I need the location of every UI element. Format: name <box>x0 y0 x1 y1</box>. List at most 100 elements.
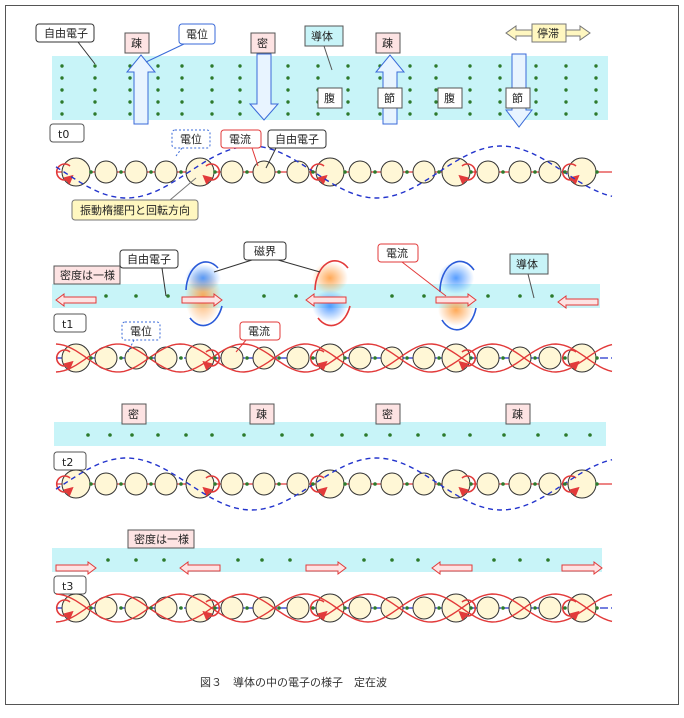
electron-dot <box>588 433 592 437</box>
sparse-label-t2-1: 疎 <box>249 403 275 425</box>
oscillation-circle <box>315 157 345 187</box>
electron-dot <box>533 170 537 174</box>
electron-dot <box>156 64 160 68</box>
belly-label-1: 腹 <box>317 87 343 109</box>
electron-dot <box>346 64 350 68</box>
electron-dots-top <box>60 64 598 116</box>
electron-dot <box>534 88 538 92</box>
electron-dot <box>563 170 567 174</box>
electron-dot <box>563 356 567 360</box>
oscillation-circle <box>348 160 372 184</box>
magnetic-field-label: 磁界 <box>213 241 321 273</box>
electron-dot <box>184 433 188 437</box>
electron-dot <box>128 100 132 104</box>
electron-dot <box>533 482 537 486</box>
svg-text:磁界: 磁界 <box>254 245 276 258</box>
electron-dot <box>498 64 502 68</box>
electron-dot <box>408 112 412 116</box>
electron-dot <box>501 356 505 360</box>
electron-dot <box>277 482 281 486</box>
electron-dot <box>434 88 438 92</box>
conductor-band-t2 <box>54 422 606 446</box>
oscillation-circle <box>476 472 500 496</box>
rotation-arc <box>309 599 328 621</box>
free-electron-label-top: 自由電子 <box>35 23 96 65</box>
svg-text:密度は一様: 密度は一様 <box>60 268 115 282</box>
time-label-t2: t2 <box>53 451 87 471</box>
electron-dot <box>498 112 502 116</box>
electron-dot <box>468 88 472 92</box>
electron-dot <box>469 170 473 174</box>
oscillation-circle <box>61 157 91 187</box>
electron-dot <box>378 76 382 80</box>
electron-dot <box>437 170 441 174</box>
svg-text:電位: 電位 <box>180 132 202 146</box>
current-arrow-t3-3 <box>305 561 347 575</box>
electron-dot <box>93 112 97 116</box>
current-wave-mirror <box>55 343 613 373</box>
electron-dot <box>434 112 438 116</box>
electron-dot <box>213 482 217 486</box>
electron-dot <box>238 100 242 104</box>
electron-dot <box>408 64 412 68</box>
electron-dot <box>213 170 217 174</box>
oscillation-circle <box>185 593 215 623</box>
time-label-t3: t3 <box>53 575 87 595</box>
electron-dot <box>134 558 138 562</box>
electron-dot <box>179 170 183 174</box>
electron-dot <box>564 433 568 437</box>
rotation-arc <box>561 599 580 621</box>
conductor-label-t1: 導体 <box>509 253 549 299</box>
electron-dot <box>564 64 568 68</box>
electron-dot <box>594 112 598 116</box>
oscillation-circle <box>508 346 532 370</box>
svg-text:電流: 電流 <box>248 324 270 338</box>
electron-dot <box>180 64 184 68</box>
electron-dot <box>60 88 64 92</box>
current-arrow-t3-1 <box>55 561 97 575</box>
electron-dot <box>343 356 347 360</box>
rotation-arc <box>55 475 74 497</box>
sparse-label-2: 疎 <box>375 32 401 54</box>
electron-dot <box>434 76 438 80</box>
electron-dot <box>104 294 108 298</box>
electron-dot <box>390 294 394 298</box>
potential-wave <box>55 145 613 199</box>
svg-text:t1: t1 <box>62 318 73 331</box>
node-label-1: 節 <box>377 87 403 109</box>
svg-text:t2: t2 <box>62 456 73 469</box>
oscillation-circle <box>538 160 562 184</box>
current-arrow-t3-4 <box>431 561 473 575</box>
electron-dot <box>286 64 290 68</box>
electron-dot <box>238 76 242 80</box>
oscillation-circle <box>348 596 372 620</box>
electron-dot <box>311 482 315 486</box>
rotation-arc <box>202 349 221 371</box>
dense-label-t2-2: 密 <box>375 403 401 425</box>
electron-dot <box>316 64 320 68</box>
electron-dot <box>408 76 412 80</box>
electron-dot <box>595 356 599 360</box>
time-label-t1: t1 <box>53 313 87 333</box>
electron-dot <box>119 482 123 486</box>
current-callout-t1: 電流 <box>377 243 447 297</box>
oscillation-circle <box>538 346 562 370</box>
svg-text:導体: 導体 <box>311 29 333 43</box>
oscillation-circle <box>154 596 178 620</box>
figure-caption: 図３ 導体の中の電子の様子 定在波 <box>200 675 387 689</box>
wave-row-t3 <box>55 593 613 623</box>
oscillation-circle <box>286 346 310 370</box>
electron-dot <box>469 606 473 610</box>
electron-dot <box>373 170 377 174</box>
oscillation-circle <box>124 346 148 370</box>
rotation-arc <box>561 349 580 371</box>
oscillation-circle <box>124 472 148 496</box>
oscillation-circle <box>476 346 500 370</box>
electron-dot <box>343 170 347 174</box>
current-arrow-t1-1 <box>55 293 97 307</box>
rotation-ellipse-callout: 振動楕擺円と回転方向 <box>71 177 199 221</box>
electron-dot <box>408 88 412 92</box>
electron-dot <box>311 356 315 360</box>
belly-label-2: 腹 <box>437 87 463 109</box>
